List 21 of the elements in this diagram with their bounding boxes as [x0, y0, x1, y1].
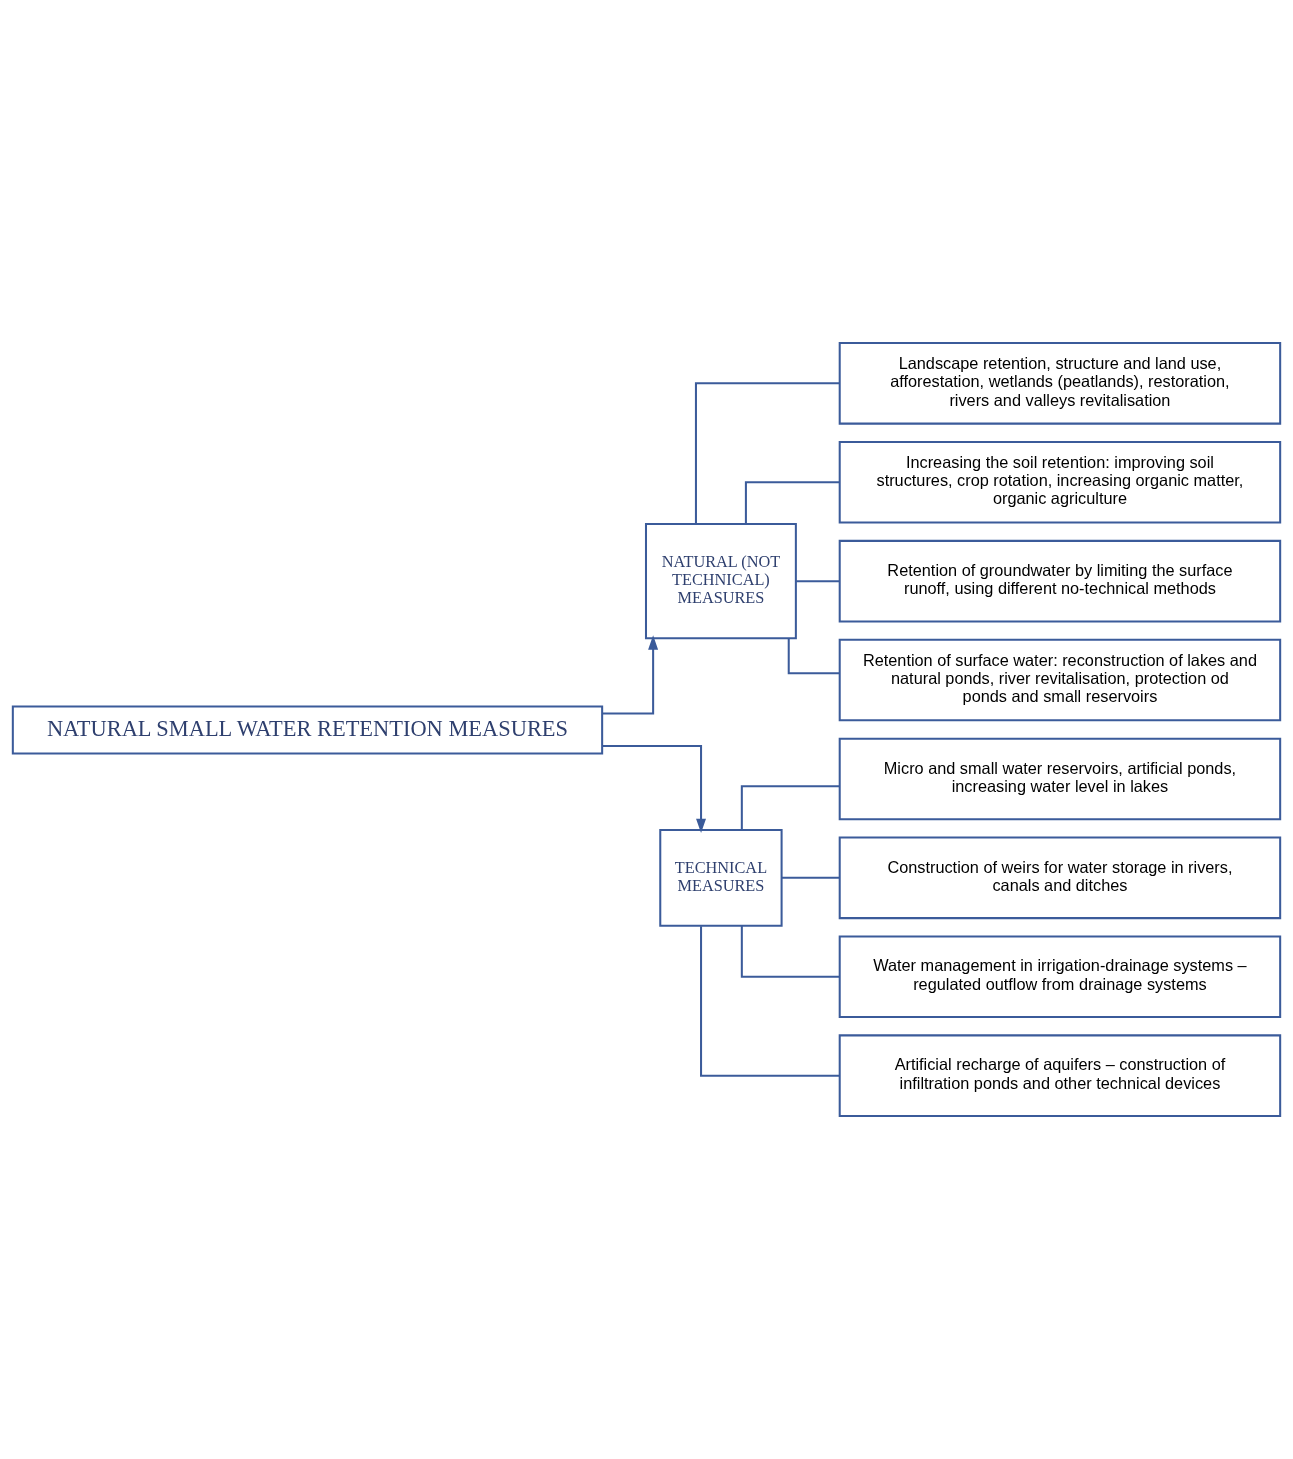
node-box: NATURAL (NOT TECHNICAL) MEASURES — [644, 523, 797, 640]
node-box: Landscape retention, structure and land use, afforestation, wetlands (peatlands), restoration, rivers and valleys revitalisation — [838, 342, 1282, 425]
node-box: NATURAL SMALL WATER RETENTION MEASURES — [11, 705, 604, 755]
node-box: Retention of groundwater by limiting the surface runoff, using different no-technical methods — [838, 539, 1282, 623]
connector — [740, 785, 840, 830]
node-box: TECHNICAL MEASURES — [659, 828, 783, 927]
node-box: Construction of weirs for water storage in rivers, canals and ditches — [838, 836, 1282, 920]
arrow — [602, 635, 659, 715]
node-box: Artificial recharge of aquifers – construction of infiltration ponds and other technical devices — [838, 1034, 1282, 1117]
arrow — [602, 745, 707, 833]
node-box: Retention of surface water: reconstruction of lakes and natural ponds, river revitalisation, protection od ponds and small reservoirs — [838, 638, 1282, 722]
connector — [740, 925, 840, 978]
connector — [744, 481, 840, 524]
node-box: Water management in irrigation-drainage systems – regulated outflow from drainage systems — [838, 935, 1282, 1019]
connector — [694, 382, 840, 524]
node-box: Micro and small water reservoirs, artificial ponds, increasing water level in lakes — [838, 737, 1282, 821]
connector — [796, 580, 840, 583]
connector — [787, 638, 840, 675]
connector — [700, 926, 840, 1077]
connector — [781, 876, 840, 879]
node-box: Increasing the soil retention: improving soil structures, crop rotation, increasing organic matter, organic agriculture — [838, 440, 1282, 524]
